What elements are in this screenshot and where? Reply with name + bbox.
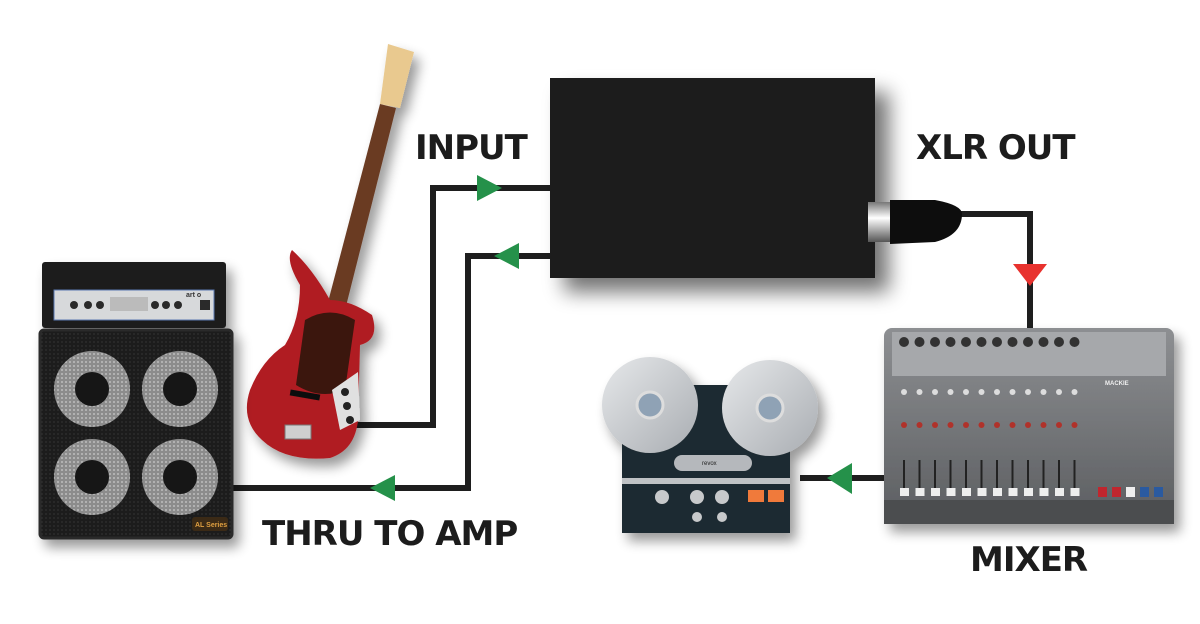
thru-to-amp-label: THRU TO AMP xyxy=(262,514,518,554)
fader-track xyxy=(980,460,983,496)
fader-cap xyxy=(993,488,1002,496)
eq-knob-icon xyxy=(1025,422,1031,428)
fader-cap xyxy=(1070,488,1080,496)
mixer-channels xyxy=(899,337,1163,497)
gain-knob-icon xyxy=(947,389,954,395)
eq-knob-icon xyxy=(994,422,1000,428)
eq-knob-icon xyxy=(947,422,954,428)
fader-cap xyxy=(1024,488,1033,496)
master-fader-cap xyxy=(1098,487,1107,497)
bass-amp: art o AL Series xyxy=(38,262,234,540)
fader-cap xyxy=(962,488,971,496)
bass-guitar xyxy=(246,44,414,459)
arrow-amp-icon xyxy=(370,475,395,501)
amp-brand: art o xyxy=(186,292,201,299)
gain-knob-icon xyxy=(994,389,1000,395)
fader-cap xyxy=(946,488,956,496)
fader-track xyxy=(1027,460,1029,496)
xlr-jack-icon xyxy=(1023,337,1033,347)
master-fader-cap xyxy=(1154,487,1163,497)
gain-knob-icon xyxy=(1071,389,1078,395)
xlr-jack-icon xyxy=(930,337,940,347)
eq-knob-icon xyxy=(1056,422,1062,428)
fader-cap xyxy=(1039,488,1049,496)
cable-xlr-to-mixer xyxy=(955,211,1033,330)
eq-knob-icon xyxy=(978,422,985,428)
cabinet-badge: AL Series xyxy=(195,522,227,529)
xlr-jack-icon xyxy=(945,337,956,347)
fader-cap xyxy=(977,488,987,496)
arrow-mixer-to-tape-icon xyxy=(827,463,852,494)
xlr-jack-icon xyxy=(1007,337,1018,347)
arrow-xlr-down-icon xyxy=(1013,264,1047,286)
gain-knob-icon xyxy=(901,389,907,395)
xlr-jack-icon xyxy=(976,337,987,347)
gain-knob-icon xyxy=(978,389,985,395)
master-fader-cap xyxy=(1112,487,1121,497)
di-box xyxy=(550,78,875,278)
gain-knob-icon xyxy=(1056,389,1062,395)
gain-knob-icon xyxy=(1025,389,1031,395)
fader-track xyxy=(949,460,952,496)
xlr-jack-icon xyxy=(1038,337,1049,347)
eq-knob-icon xyxy=(1009,422,1016,428)
xlr-jack-icon xyxy=(899,337,909,347)
cable-guitar-to-input xyxy=(355,185,552,428)
fader-cap xyxy=(915,488,925,496)
xlr-jack-icon xyxy=(961,337,971,347)
eq-knob-icon xyxy=(901,422,907,428)
gain-knob-icon xyxy=(1009,389,1016,395)
xlr-jack-icon xyxy=(1069,337,1080,347)
fader-track xyxy=(1042,460,1045,496)
eq-knob-icon xyxy=(1040,422,1047,428)
gain-knob-icon xyxy=(916,389,923,395)
gain-knob-icon xyxy=(963,389,969,395)
mixer: MACKIE xyxy=(884,328,1174,524)
fader-cap xyxy=(1055,488,1064,496)
fader-cap xyxy=(1008,488,1018,496)
tape-brand: revox xyxy=(702,461,717,467)
fader-track xyxy=(1073,460,1076,496)
arrow-input-icon xyxy=(477,175,502,201)
xlr-plug-icon xyxy=(868,200,962,244)
eq-knob-icon xyxy=(916,422,923,428)
eq-knob-icon xyxy=(932,422,938,428)
fader-track xyxy=(903,460,905,496)
gain-knob-icon xyxy=(1040,389,1047,395)
fader-cap xyxy=(931,488,940,496)
xlr-out-label: XLR OUT xyxy=(916,128,1076,168)
input-label: INPUT xyxy=(415,128,528,168)
mixer-label: MIXER xyxy=(970,540,1088,580)
mixer-brand: MACKIE xyxy=(1105,381,1129,387)
xlr-jack-icon xyxy=(992,337,1002,347)
xlr-jack-icon xyxy=(914,337,925,347)
eq-knob-icon xyxy=(1071,422,1078,428)
arrow-thru-icon xyxy=(494,243,519,269)
fader-cap xyxy=(900,488,909,496)
fader-track xyxy=(996,460,998,496)
eq-knob-icon xyxy=(963,422,969,428)
fader-track xyxy=(965,460,967,496)
gain-knob-icon xyxy=(932,389,938,395)
fader-track xyxy=(1011,460,1014,496)
xlr-jack-icon xyxy=(1054,337,1064,347)
master-fader-cap xyxy=(1126,487,1135,497)
fader-track xyxy=(918,460,921,496)
tape-recorder: revox xyxy=(602,357,818,533)
fader-track xyxy=(934,460,936,496)
fader-track xyxy=(1058,460,1060,496)
master-fader-cap xyxy=(1140,487,1149,497)
